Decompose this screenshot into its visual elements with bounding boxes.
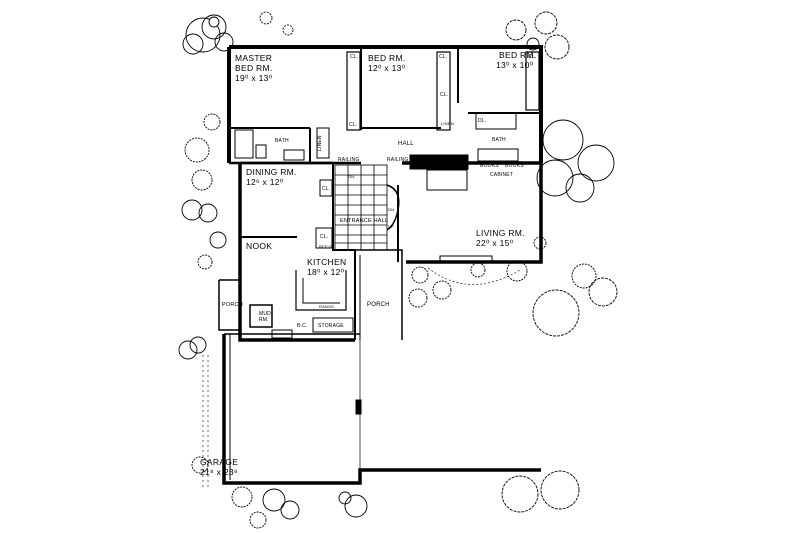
closet-label: CL. (349, 122, 357, 128)
books-right-label: BOOKS (505, 163, 524, 169)
closet-label: CL. (528, 54, 536, 60)
garage-dims: 21⁸ x 23⁸ (200, 467, 238, 477)
closet-label: CL. (320, 234, 328, 240)
railing-left-label: RAILING (338, 157, 359, 163)
tree-outline-icon (536, 119, 615, 203)
fixture-labels: BATH BATH LINEN LINEN CL. CL. CL. CL. CL… (275, 54, 536, 329)
closet-label: DL. (478, 118, 486, 124)
bath-left-label: BATH (275, 138, 289, 144)
stairs-down-label: DN. (388, 207, 396, 212)
porch-center-label: PORCH (367, 302, 390, 308)
nook-label: NOOK (246, 241, 272, 251)
dining-dims: 12⁶ x 12⁰ (246, 177, 284, 187)
hall-label: HALL (398, 141, 414, 147)
mud-room-label-line1: MUD (259, 311, 271, 317)
living-label: LIVING RM. (476, 228, 525, 238)
bed-right-label: BED RM. (499, 50, 537, 60)
bed-center-dims: 12⁰ x 13⁰ (368, 63, 406, 73)
stairs-down-label: DN. (348, 174, 356, 179)
closet-label: CL. (440, 92, 448, 98)
shrub-icon (178, 113, 227, 474)
bath-right-label: BATH (492, 137, 506, 143)
cabinet-label: CABINET (490, 172, 513, 178)
staircase (334, 164, 388, 251)
storage-label: STORAGE (318, 323, 344, 329)
shrub-icon (506, 236, 618, 337)
books-left-label: BOOKS (480, 163, 499, 169)
tree-icon (182, 14, 234, 55)
range-label: RANGE (319, 304, 334, 309)
shrub-icon (259, 11, 294, 36)
kitchen-label: KITCHEN (307, 257, 346, 267)
entrance-hall-label: ENTRANCE HALL (340, 218, 388, 224)
living-dims: 22⁰ x 15⁰ (476, 238, 514, 248)
house-walls (218, 45, 543, 485)
garage-label: GARAGE (200, 457, 238, 467)
stairs-up-label: UP (388, 224, 394, 229)
room-labels: MASTER BED RM. 19⁰ x 13⁰ BED RM. 12⁰ x 1… (200, 50, 537, 477)
planting-bed (202, 267, 521, 490)
kitchen-dims: 18⁰ x 12⁰ (307, 267, 345, 277)
porch-left-label: PORCH (222, 302, 243, 308)
railing-right-label: RAILING (387, 157, 408, 163)
mud-room-label-line2: RM. (259, 317, 269, 323)
closet-label: CL. (350, 54, 358, 60)
bed-center-label: BED RM. (368, 53, 406, 63)
master-bed-label-line1: MASTER (235, 53, 272, 63)
closet-label: CL. (439, 54, 447, 60)
broom-closet-label: B.C. (297, 323, 308, 329)
master-bed-dims: 19⁰ x 13⁰ (235, 73, 273, 83)
tree-icon (231, 470, 580, 529)
linen-right-label: LINEN (441, 121, 454, 126)
closet-label: CL. (322, 186, 330, 192)
shrub-icon (408, 262, 486, 308)
dining-label: DINING RM. (246, 167, 297, 177)
linen-label: LINEN (317, 135, 323, 151)
refrigerator-label: REF'G (319, 244, 332, 249)
bed-right-dims: 13⁰ x 10⁰ (496, 60, 534, 70)
tree-icon (505, 11, 570, 60)
master-bed-label-line2: BED RM. (235, 63, 273, 73)
landscaping (178, 11, 618, 529)
